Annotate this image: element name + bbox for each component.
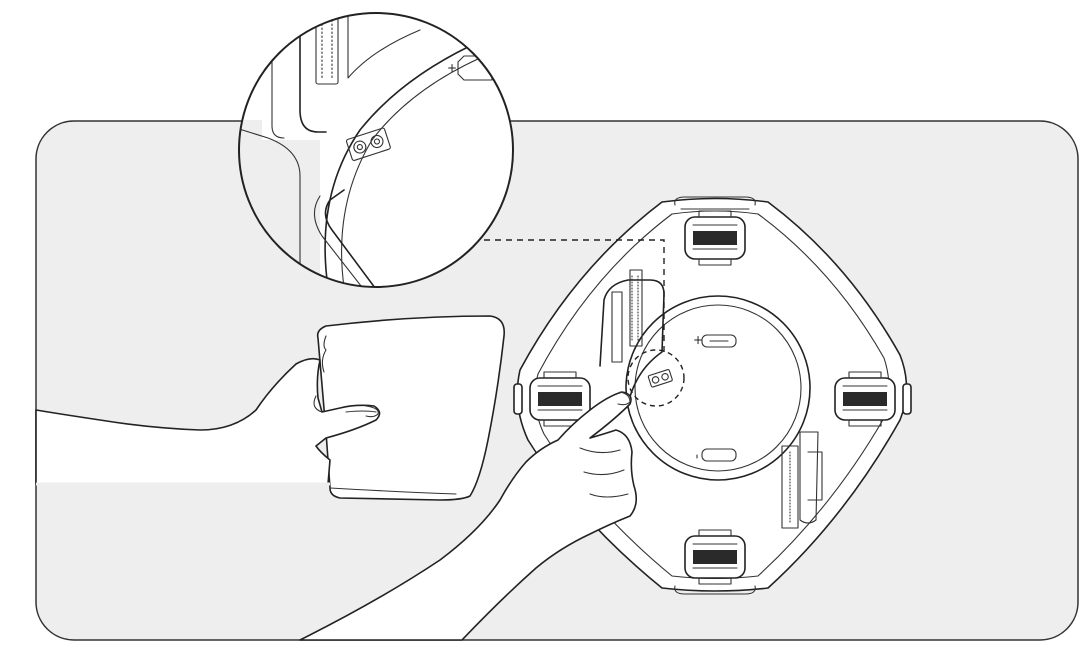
robot-inner-contour [534, 210, 890, 580]
battery-plus-mark: + [693, 333, 703, 347]
drive-wheel-icon-left [513, 371, 591, 427]
charging-contact-recess [599, 279, 665, 405]
side-brush-slot-right [781, 431, 819, 529]
central-brush-inner-ring [634, 304, 802, 472]
charging-contacts-icon [647, 369, 673, 388]
cleaning-cloth-icon [316, 315, 506, 501]
charging-contacts-icon-magnified [345, 127, 391, 161]
central-brush-housing [625, 295, 811, 481]
callout-leader-line [478, 239, 665, 352]
contact-highlight-circle [627, 349, 685, 407]
side-brush-slot-left [611, 269, 643, 363]
magnifier-ring [238, 12, 514, 288]
callout-battery-plus-mark: + [447, 61, 457, 75]
hand-icon-right [299, 391, 638, 641]
drive-wheel-icon-top [674, 196, 756, 266]
hand-icon-left [35, 357, 381, 486]
drive-wheel-icon-right [834, 371, 912, 427]
battery-contact-icon-magnified: + [447, 55, 493, 81]
swivel-caster-icon [674, 529, 756, 595]
battery-contact-icon-top: + [693, 333, 737, 348]
battery-contact-icon-bottom [696, 448, 737, 462]
